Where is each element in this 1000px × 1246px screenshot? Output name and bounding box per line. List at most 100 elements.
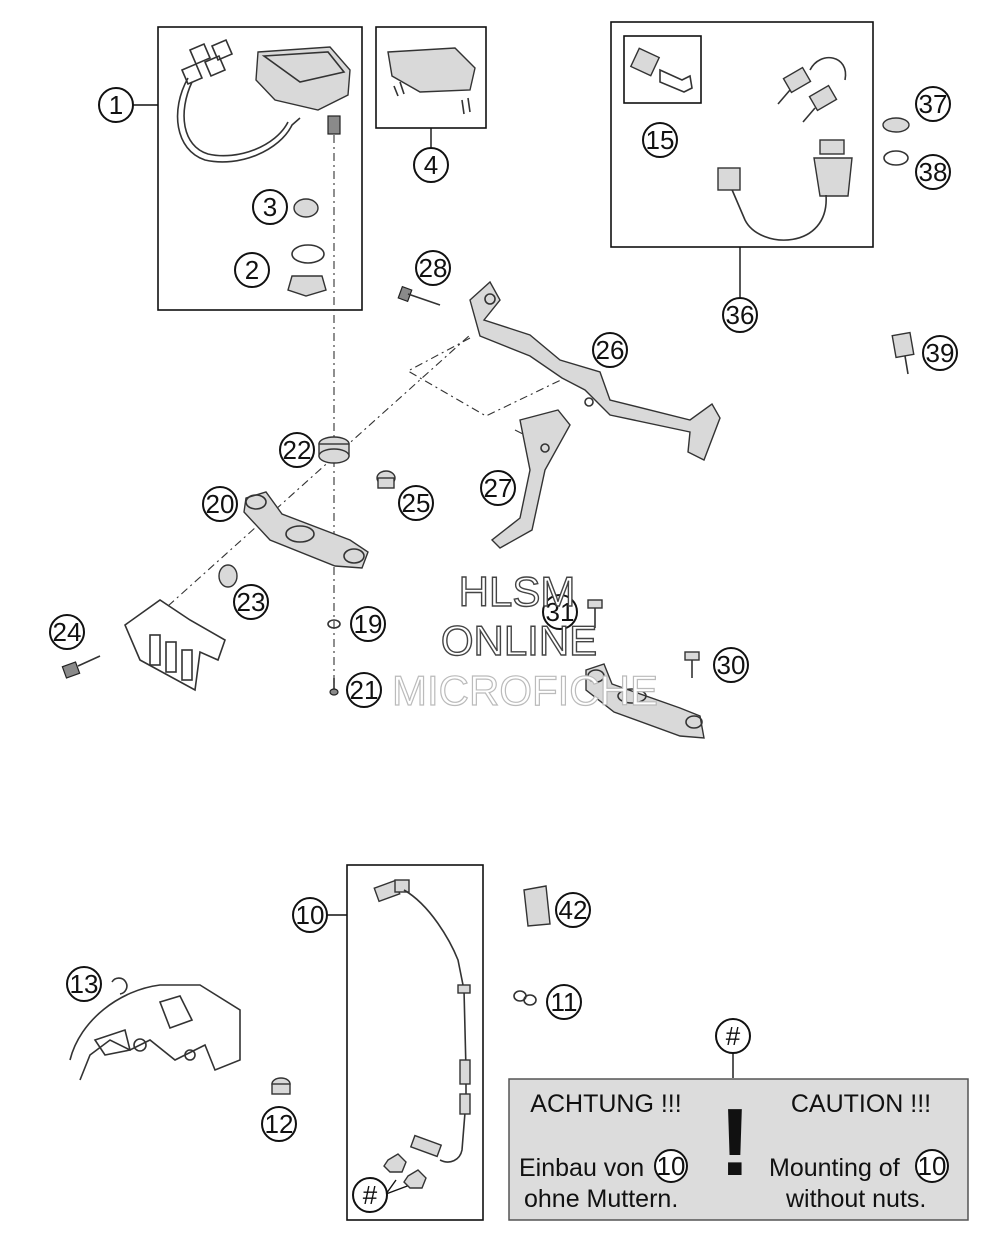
svg-text:27: 27 <box>484 473 513 503</box>
callout-1: 1 <box>98 87 134 123</box>
svg-text:28: 28 <box>419 253 448 283</box>
callout-38: 38 <box>915 154 951 190</box>
svg-text:25: 25 <box>402 488 431 518</box>
caution-ref-callout: 10 <box>915 1149 949 1183</box>
sensor-nuts <box>383 1153 427 1189</box>
svg-text:23: 23 <box>237 587 266 617</box>
svg-text:10: 10 <box>918 1151 947 1181</box>
svg-text:#: # <box>726 1021 741 1051</box>
assembly-lines <box>167 135 566 690</box>
callout-28: 28 <box>415 250 451 286</box>
callout-23: 23 <box>233 584 269 620</box>
caution-line1: Mounting of <box>769 1154 900 1182</box>
rubber-grommet <box>318 436 350 464</box>
headlight-bracket <box>469 280 721 461</box>
bushing <box>376 470 396 489</box>
callout-12: 12 <box>261 1106 297 1142</box>
cable-clamp <box>513 990 537 1006</box>
speedometer-unit <box>176 38 351 163</box>
achtung-line2: ohne Muttern. <box>524 1185 678 1213</box>
bracket-bolt <box>61 655 101 679</box>
achtung-heading: ACHTUNG !!! <box>530 1090 681 1118</box>
small-screw <box>329 678 339 696</box>
spare-key <box>891 331 915 375</box>
ignition-switch <box>717 56 853 241</box>
lock-cylinder <box>629 47 693 93</box>
svg-text:10: 10 <box>657 1151 686 1181</box>
mounting-bolt <box>397 285 441 306</box>
svg-text:4: 4 <box>424 150 438 180</box>
svg-text:21: 21 <box>350 675 379 705</box>
svg-text:36: 36 <box>726 300 755 330</box>
callout-2: 2 <box>234 252 270 288</box>
callout-24: 24 <box>49 614 85 650</box>
frame-ignition-lock <box>610 21 874 248</box>
callout-hash-nuts: # <box>352 1177 388 1213</box>
rubber-damper <box>218 564 238 588</box>
top-bracket <box>243 491 369 569</box>
svg-text:20: 20 <box>206 489 235 519</box>
caution-line2: without nuts. <box>785 1185 926 1213</box>
svg-text:26: 26 <box>596 335 625 365</box>
svg-text:15: 15 <box>646 125 675 155</box>
callout-42: 42 <box>555 892 591 928</box>
svg-text:37: 37 <box>919 89 948 119</box>
speed-sensor-cable <box>373 879 471 1163</box>
callout-26: 26 <box>592 332 628 368</box>
svg-text:10: 10 <box>296 900 325 930</box>
callout-36: 36 <box>722 297 758 333</box>
svg-text:3: 3 <box>263 192 277 222</box>
spacer-bolts <box>587 599 700 678</box>
frame-sensor-cable <box>346 864 484 1221</box>
washer-ring <box>883 150 909 166</box>
svg-text:MICROFICHE: MICROFICHE <box>392 667 658 714</box>
leader-lines <box>133 104 741 1195</box>
cap-part <box>293 198 319 218</box>
exclamation-icon: ! <box>719 1089 751 1196</box>
callout-21: 21 <box>346 672 382 708</box>
socket-part <box>287 244 327 297</box>
frame-speedometer-kit <box>157 26 363 311</box>
callout-hash-top: # <box>715 1018 751 1054</box>
callout-4: 4 <box>413 147 449 183</box>
watermark: HLSM ONLINE MICROFICHE <box>391 567 658 714</box>
svg-text:1: 1 <box>109 90 123 120</box>
svg-text:39: 39 <box>926 338 955 368</box>
callout-20: 20 <box>202 486 238 522</box>
small-washer <box>327 619 341 629</box>
callout-27: 27 <box>480 470 516 506</box>
caution-box: ACHTUNG !!! CAUTION !!! ! Einbau von 10 … <box>508 1078 969 1221</box>
nut-ring <box>882 117 910 133</box>
svg-text:38: 38 <box>919 157 948 187</box>
spacer-sleeve <box>271 1077 291 1095</box>
frame-lock-cylinder <box>623 35 702 104</box>
cable-clip <box>523 885 551 927</box>
disc-guard <box>69 977 241 1081</box>
achtung-ref-callout: 10 <box>654 1149 688 1183</box>
svg-text:13: 13 <box>70 969 99 999</box>
svg-text:#: # <box>363 1180 378 1210</box>
callout-15: 15 <box>642 122 678 158</box>
svg-text:ONLINE: ONLINE <box>441 617 597 664</box>
side-plate <box>124 599 226 692</box>
svg-text:19: 19 <box>354 609 383 639</box>
callout-19: 19 <box>350 606 386 642</box>
lower-bracket <box>585 663 705 739</box>
callout-31: 31 <box>542 594 578 630</box>
speedometer-housing <box>387 47 476 115</box>
callout-25: 25 <box>398 485 434 521</box>
svg-text:22: 22 <box>283 435 312 465</box>
achtung-line1: Einbau von <box>519 1154 644 1182</box>
svg-text:30: 30 <box>717 650 746 680</box>
svg-text:24: 24 <box>53 617 82 647</box>
svg-text:31: 31 <box>546 597 575 627</box>
mount-plate <box>490 409 571 549</box>
callout-3: 3 <box>252 189 288 225</box>
callout-30: 30 <box>713 647 749 683</box>
svg-text:11: 11 <box>551 987 578 1017</box>
callout-22: 22 <box>279 432 315 468</box>
svg-text:2: 2 <box>245 255 259 285</box>
callout-11: 11 <box>546 984 582 1020</box>
caution-heading: CAUTION !!! <box>791 1090 931 1118</box>
